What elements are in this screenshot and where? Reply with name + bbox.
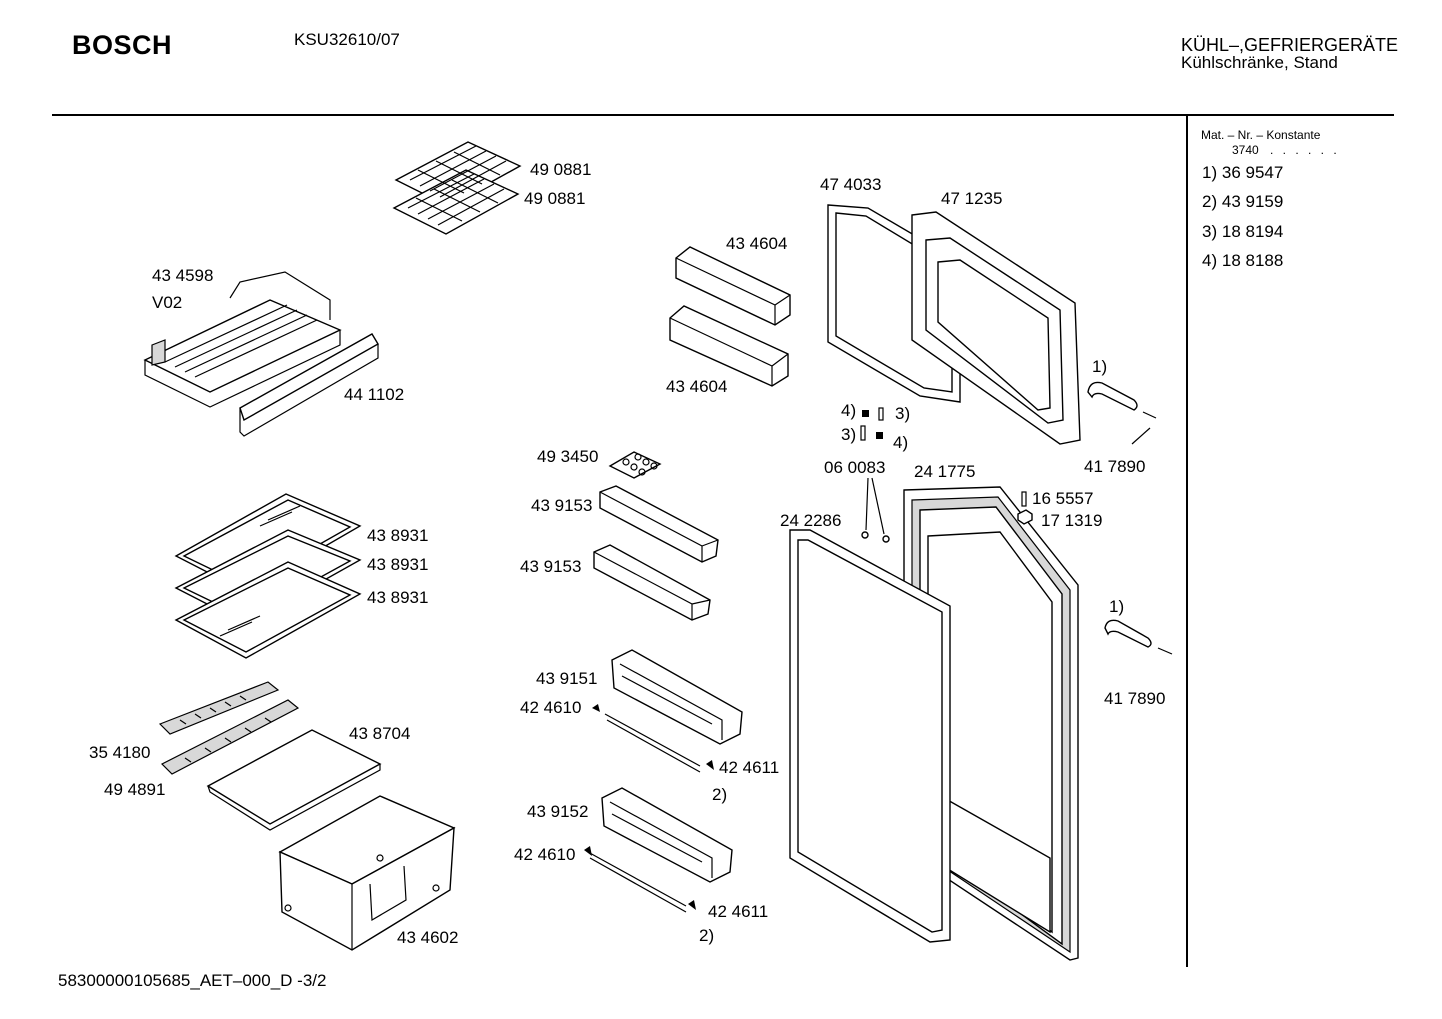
- header-divider: [52, 114, 1394, 116]
- hinge-pin-drawing: [861, 477, 890, 543]
- category-subtitle: Kühlschränke, Stand: [1181, 53, 1338, 72]
- legend-heading: Mat. – Nr. – Konstante: [1201, 128, 1321, 142]
- part-label: 43 9153: [520, 557, 582, 576]
- guide-rail-drawing: [158, 681, 300, 775]
- part-label: 35 4180: [89, 743, 151, 762]
- part-label: 43 4604: [666, 377, 728, 396]
- part-label: 16 5557: [1032, 489, 1094, 508]
- part-label: 42 4611: [719, 758, 780, 777]
- drawer-tray-drawing: [143, 271, 379, 437]
- egg-tray-drawing: [608, 451, 662, 479]
- part-label: 24 2286: [780, 511, 842, 530]
- part-label: 42 4610: [520, 698, 582, 717]
- legend-entry: 2) 43 9159: [1202, 192, 1284, 211]
- crisper-drawer-drawing: [278, 795, 456, 951]
- callout-marker: 2): [699, 926, 715, 945]
- legend-entry: 1) 36 9547: [1202, 163, 1284, 182]
- callout-marker: 1): [1092, 357, 1108, 376]
- crisper-cover-drawing: [206, 729, 382, 831]
- part-label: 24 1775: [914, 462, 976, 481]
- part-label: 42 4611: [708, 902, 769, 921]
- brand-logo: BOSCH: [72, 30, 173, 60]
- hinge-screw-drawing: [1017, 491, 1033, 525]
- callout-marker: 1): [1109, 597, 1125, 616]
- part-label: 43 9151: [536, 669, 598, 688]
- part-label: 42 4610: [514, 845, 576, 864]
- part-label: 41 7890: [1104, 689, 1166, 708]
- handle-upper-drawing: [1087, 381, 1157, 445]
- part-label: 43 8931: [367, 526, 429, 545]
- part-label: 17 1319: [1041, 511, 1103, 530]
- inner-door-panel-drawing: [911, 211, 1081, 445]
- part-label: 43 4604: [726, 234, 788, 253]
- legend-divider: [1186, 116, 1188, 967]
- part-label: 06 0083: [824, 458, 886, 477]
- part-label: 43 9153: [531, 496, 593, 515]
- door-gasket-lower-drawing: [789, 529, 951, 943]
- glass-shelf-drawing: [174, 493, 362, 659]
- legend-entry: 4) 18 8188: [1202, 251, 1284, 270]
- callout-marker: 3): [895, 404, 911, 423]
- model-number: KSU32610/07: [294, 30, 400, 49]
- part-label: 43 4598: [152, 266, 214, 285]
- callout-marker: 3): [841, 425, 857, 444]
- part-label: 49 0881: [530, 160, 592, 179]
- legend-entry: 3) 18 8194: [1202, 222, 1284, 241]
- legend-dots: . . . . . .: [1270, 143, 1340, 157]
- door-shelf-deep-lower-drawing: [584, 787, 733, 913]
- category-title: KÜHL–,GEFRIERGERÄTE: [1181, 35, 1399, 55]
- part-label: V02: [152, 293, 183, 312]
- part-label: 43 8704: [349, 724, 411, 743]
- part-label: 43 8931: [367, 555, 429, 574]
- part-label: 41 7890: [1084, 457, 1146, 476]
- part-label: 43 9152: [527, 802, 589, 821]
- callout-marker: 4): [841, 401, 857, 420]
- door-shelf-deep-upper-drawing: [592, 649, 743, 773]
- part-label: 49 4891: [104, 780, 166, 799]
- callout-marker: 2): [712, 785, 728, 804]
- legend-constant: 3740: [1232, 143, 1259, 157]
- handle-lower-drawing: [1104, 619, 1173, 655]
- part-label: 49 0881: [524, 189, 586, 208]
- part-label: 49 3450: [537, 447, 599, 466]
- part-label: 47 1235: [941, 189, 1003, 208]
- part-label: 43 8931: [367, 588, 429, 607]
- screw-set-drawing: [860, 407, 884, 441]
- door-shelf-upper-drawing: [593, 485, 719, 621]
- callout-marker: 4): [893, 433, 909, 452]
- document-id: 58300000105685_AET–000_D -3/2: [58, 971, 327, 990]
- door-bin-upper-drawing: [669, 246, 791, 387]
- part-label: 47 4033: [820, 175, 882, 194]
- grid-shelf-drawing: [392, 141, 522, 235]
- part-label: 44 1102: [344, 385, 405, 404]
- part-label: 43 4602: [397, 928, 459, 947]
- outer-door-drawing: [903, 486, 1079, 961]
